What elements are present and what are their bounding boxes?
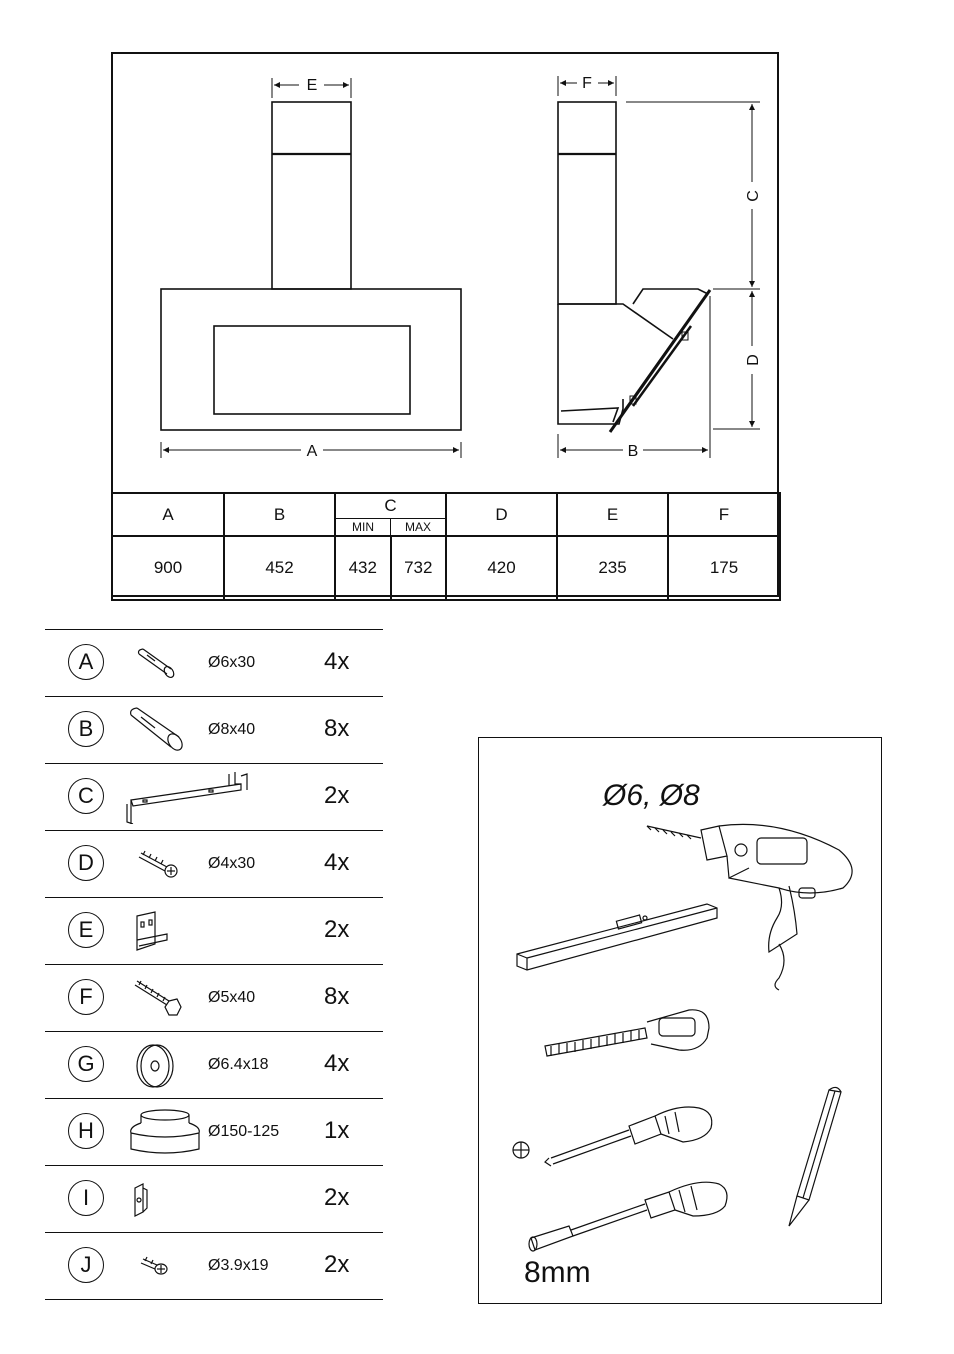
part-spec: Ø8x40	[208, 721, 256, 738]
list-item: E 2x	[45, 898, 383, 965]
part-spec: Ø6.4x18	[208, 1056, 269, 1073]
value-c: 432 732	[334, 535, 447, 601]
spirit-level-icon	[516, 903, 718, 971]
header-c-max: MAX	[404, 520, 431, 534]
wall-plug-large-icon	[130, 707, 183, 751]
side-label-f: F	[582, 75, 592, 92]
wall-plug-small-icon	[137, 648, 175, 679]
list-item: I 2x	[45, 1166, 383, 1233]
value-c-max: 732	[404, 558, 433, 577]
part-letter: F	[68, 979, 104, 1015]
phillips-screwdriver-icon	[512, 1106, 713, 1167]
list-item: C 2x	[45, 764, 383, 831]
header-c: C MIN MAX	[334, 492, 447, 537]
tape-measure-icon	[544, 1009, 710, 1057]
socket-screwdriver-icon	[528, 1181, 728, 1252]
part-letter: B	[68, 711, 104, 747]
part-letter: J	[68, 1247, 104, 1283]
header-e: E	[556, 492, 669, 537]
part-letter: G	[68, 1046, 104, 1082]
drill-icon	[646, 823, 853, 991]
part-letter: C	[68, 778, 104, 814]
part-letter: H	[68, 1113, 104, 1149]
parts-list: A Ø6x30 4x B Ø8x40 8x C	[45, 629, 383, 1300]
part-letter: A	[68, 644, 104, 680]
pencil-icon	[788, 1086, 842, 1227]
part-quantity: 1x	[324, 1117, 350, 1144]
value-a: 900	[111, 535, 225, 601]
part-quantity: 8x	[324, 983, 350, 1010]
part-quantity: 2x	[324, 782, 350, 809]
front-label-e: E	[307, 77, 318, 94]
part-spec: Ø6x30	[208, 654, 256, 671]
tools-illustration	[512, 823, 853, 1252]
side-label-c: C	[745, 190, 762, 202]
header-c-min: MIN	[336, 519, 391, 535]
duct-reducer-icon	[130, 1109, 200, 1154]
list-item: A Ø6x30 4x	[45, 630, 383, 697]
hood-dimension-drawing: E A F B C D	[160, 75, 762, 460]
part-spec: Ø3.9x19	[208, 1257, 269, 1274]
value-f: 175	[667, 535, 781, 601]
side-chimney	[557, 101, 617, 305]
side-label-d: D	[745, 354, 762, 366]
screw-icon	[138, 850, 178, 878]
part-spec: Ø150-125	[208, 1123, 280, 1140]
part-quantity: 4x	[324, 1050, 350, 1077]
header-b: B	[223, 492, 336, 537]
header-d: D	[445, 492, 558, 537]
part-spec: Ø4x30	[208, 855, 256, 872]
list-item: G Ø6.4x18 4x	[45, 1032, 383, 1099]
small-screw-icon	[140, 1256, 168, 1275]
part-spec: Ø5x40	[208, 989, 256, 1006]
required-tools-box: Ø6, Ø8	[478, 737, 882, 1304]
value-c-min: 432	[336, 537, 392, 599]
part-quantity: 8x	[324, 715, 350, 742]
part-quantity: 4x	[324, 849, 350, 876]
header-a: A	[111, 492, 225, 537]
list-item: D Ø4x30 4x	[45, 831, 383, 898]
header-f: F	[667, 492, 781, 537]
list-item: B Ø8x40 8x	[45, 697, 383, 764]
mounting-bracket-icon	[126, 772, 248, 824]
part-quantity: 4x	[324, 648, 350, 675]
value-e: 235	[556, 535, 669, 601]
value-d: 420	[445, 535, 558, 601]
part-letter: I	[68, 1180, 104, 1216]
front-hood-body	[160, 288, 462, 431]
list-item: H Ø150-125 1x	[45, 1099, 383, 1166]
side-label-b: B	[628, 443, 639, 460]
socket-size: 8mm	[524, 1256, 591, 1289]
part-letter: E	[68, 912, 104, 948]
front-glass-panel	[213, 325, 411, 415]
front-chimney	[271, 101, 352, 290]
clip-icon	[134, 1183, 148, 1217]
part-quantity: 2x	[324, 1184, 350, 1211]
part-quantity: 2x	[324, 916, 350, 943]
dimension-diagram-box: E A F B C D A B C MIN MAX D E F	[111, 52, 781, 601]
hex-bolt-icon	[134, 980, 182, 1016]
part-letter: D	[68, 845, 104, 881]
list-item: F Ø5x40 8x	[45, 965, 383, 1032]
part-quantity: 2x	[324, 1251, 350, 1278]
dimension-table: A B C MIN MAX D E F 900 452 432 732	[111, 492, 781, 601]
value-b: 452	[223, 535, 336, 601]
washer-icon	[136, 1044, 174, 1088]
drill-bit-sizes: Ø6, Ø8	[603, 779, 700, 812]
front-label-a: A	[307, 443, 318, 460]
list-item: J Ø3.9x19 2x	[45, 1233, 383, 1300]
hook-bracket-icon	[136, 911, 168, 951]
